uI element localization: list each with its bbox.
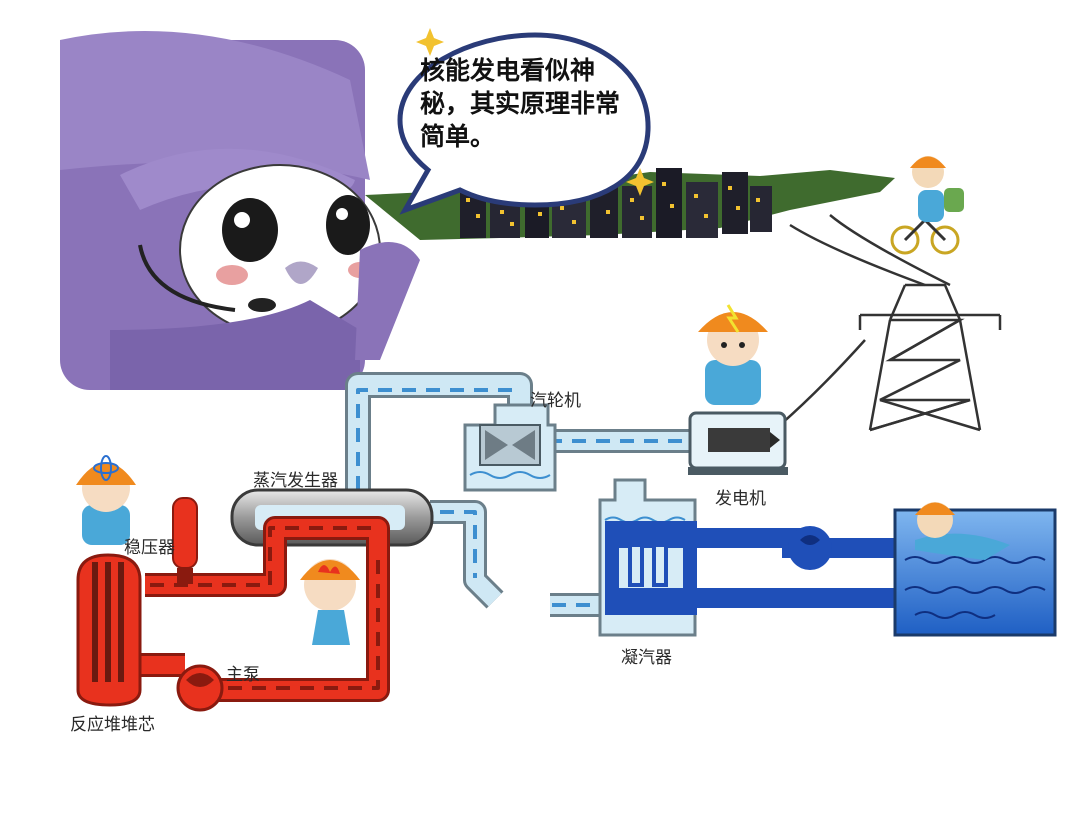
label-condenser: 凝汽器 [621, 648, 672, 668]
label-turbine: 汽轮机 [530, 391, 581, 411]
engineer-reactor [76, 455, 136, 545]
mascot-figure [60, 31, 420, 390]
engineer-fire [300, 559, 360, 645]
label-pressurizer: 稳压器 [124, 538, 175, 558]
cyclist-figure [890, 156, 964, 255]
label-steam-generator: 蒸汽发生器 [253, 471, 338, 491]
turbine [463, 403, 557, 492]
main-pump [176, 664, 224, 712]
engineer-generator [698, 304, 768, 405]
label-generator: 发电机 [715, 489, 766, 509]
pressurizer [172, 497, 198, 584]
cooling-loop [605, 521, 895, 615]
sea-water [893, 502, 1057, 637]
speech-bubble [397, 28, 651, 215]
generator [688, 411, 788, 475]
label-main-pump: 主泵 [226, 665, 260, 685]
primary-loop [140, 516, 390, 702]
reactor-core [76, 553, 142, 707]
transmission-tower [779, 214, 1002, 432]
speech-bubble-text: 核能发电看似神秘，其实原理非常简单。 [420, 56, 621, 151]
label-reactor-core: 反应堆堆芯 [70, 715, 155, 735]
